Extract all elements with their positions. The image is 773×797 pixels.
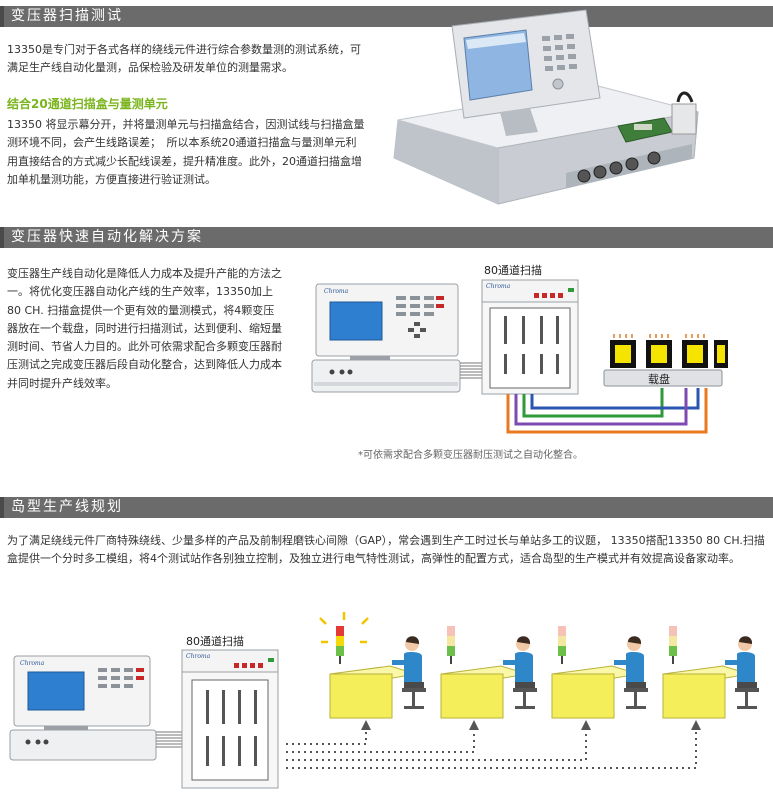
tray-label: 载盘 — [648, 372, 670, 386]
workstation-1 — [319, 612, 426, 719]
section-header-automation: 变压器快速自动化解决方案 — [0, 227, 773, 248]
table-front — [329, 673, 393, 719]
island-line-body: 为了满足绕线元件厂商特殊绕线、少量多样的产品及前制程磨铁心间隙（GAP），常会遇… — [7, 534, 765, 566]
operator — [725, 636, 759, 709]
header-accent — [0, 6, 4, 27]
table-front — [440, 673, 504, 719]
scan-test-intro: 13350是专门对于各式各样的绕线元件进行综合参数量测的测试系统，可满足生产线自… — [7, 43, 361, 75]
scan-box-subheading: 结合20通道扫描盒与量测单元 — [7, 97, 168, 111]
tray — [603, 369, 723, 387]
brand-logo: Chroma — [324, 288, 349, 295]
tower-light — [558, 626, 566, 664]
automation-body: 变压器生产线自动化是降低人力成本及提升产能的方法之一。将优化变压器自动化产线的生… — [7, 267, 282, 390]
operator — [503, 636, 537, 709]
brand-logo: Chroma — [20, 660, 45, 667]
section-title: 变压器快速自动化解决方案 — [11, 229, 203, 245]
automation-note: *可依需求配合多颗变压器耐压测试之自动化整合。 — [358, 450, 583, 461]
wire-4 — [506, 388, 708, 434]
header-accent — [0, 497, 4, 518]
wire-3 — [514, 388, 688, 426]
island-line-diagram: Chroma 80通道扫描 Chroma — [9, 612, 759, 789]
scanner-label: 80通道扫描 — [484, 263, 542, 277]
wire-1 — [522, 388, 664, 418]
scan-box-detail: 13350 将显示幕分开，并将量测单元与扫描盒结合，因测试线与扫描盒量测环境不同… — [7, 118, 365, 186]
tower-light — [669, 626, 677, 664]
section-title: 变压器扫描测试 — [11, 8, 123, 24]
tower-light — [319, 612, 369, 664]
workstation-3 — [551, 626, 648, 719]
section-title: 岛型生产线规划 — [11, 499, 123, 515]
table-front — [551, 673, 615, 719]
scanner-box: Chroma — [481, 279, 579, 395]
scanner-label: 80通道扫描 — [186, 634, 244, 648]
brand-logo: Chroma — [486, 283, 511, 290]
brand-logo: Chroma — [186, 653, 211, 660]
operator — [614, 636, 648, 709]
tower-light — [447, 626, 455, 664]
section-header-island-line: 岛型生产线规划 — [0, 497, 773, 518]
tester-unit: Chroma — [311, 283, 461, 393]
table-front — [662, 673, 726, 719]
product-photo — [393, 9, 699, 205]
transformers — [610, 334, 728, 368]
workstation-2 — [440, 626, 537, 719]
header-accent — [0, 227, 4, 248]
wire-2 — [530, 388, 700, 410]
operator — [392, 636, 426, 709]
automation-diagram: Chroma 80通道扫描 Chroma 载盘 — [311, 263, 728, 434]
workstation-4 — [662, 626, 759, 719]
